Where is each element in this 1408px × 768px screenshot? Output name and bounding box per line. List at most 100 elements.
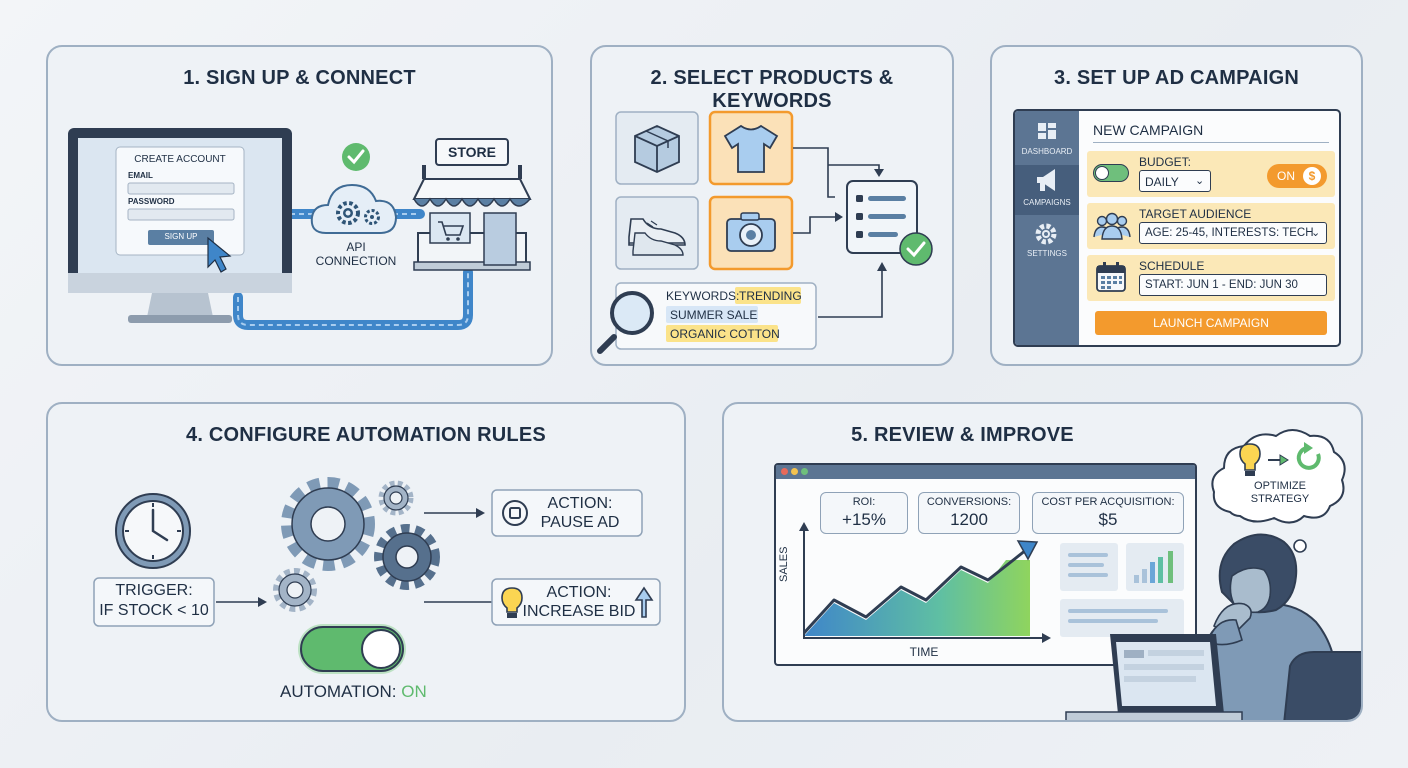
- schedule-label: SCHEDULE: [1139, 259, 1205, 273]
- sneaker-icon: [628, 218, 686, 256]
- panel-automation-rules: 4. CONFIGURE AUTOMATION RULES: [46, 402, 686, 722]
- budget-switch-knob: [1095, 166, 1109, 180]
- metric-card-roi: [820, 492, 908, 534]
- laptop-icon: [1065, 634, 1243, 720]
- form-divider: [1093, 142, 1329, 143]
- gear-icon: [1035, 223, 1057, 245]
- small-gear-icon: [378, 480, 414, 516]
- window-minimize-dot[interactable]: [791, 468, 798, 475]
- arrow-right-icon: [1268, 454, 1289, 466]
- metric-label: CONVERSIONS:: [926, 496, 1012, 508]
- store-icon: [412, 138, 532, 271]
- schedule-field[interactable]: [1139, 274, 1327, 296]
- audience-icon: [1093, 212, 1131, 240]
- cursor-icon: [207, 236, 232, 273]
- thought-text-1: OPTIMIZE: [1254, 480, 1306, 492]
- schedule-field-value: START: JUN 1 - END: JUN 30: [1145, 279, 1298, 291]
- store-sign: STORE: [448, 144, 496, 160]
- metric-card-cpa: [1032, 492, 1184, 534]
- camera-icon: [726, 212, 776, 252]
- automation-label: AUTOMATION:: [280, 682, 397, 701]
- panel-title: 5. REVIEW & IMPROVE: [851, 424, 1074, 446]
- action-pause-label: ACTION:: [547, 495, 613, 512]
- budget-select[interactable]: [1139, 170, 1211, 192]
- chair: [1283, 651, 1361, 720]
- box-icon: [634, 125, 680, 173]
- trigger-condition: IF STOCK < 10: [99, 602, 209, 619]
- calendar-icon: [1096, 262, 1126, 292]
- metric-value: $5: [1098, 510, 1118, 529]
- window-maximize-dot[interactable]: [801, 468, 808, 475]
- x-axis-label: TIME: [909, 645, 939, 659]
- sidebar-item-dashboard[interactable]: DASHBOARD: [1021, 147, 1073, 156]
- sidebar-icons: [1035, 123, 1057, 245]
- sales-chart: [799, 522, 1184, 643]
- api-connection-label: CONNECTION: [315, 254, 397, 268]
- launch-campaign-button[interactable]: LAUNCH CAMPAIGN: [1095, 311, 1327, 335]
- audience-select-value: AGE: 25-45, INTERESTS: TECH: [1145, 227, 1314, 239]
- automation-state: ON: [401, 682, 427, 701]
- metric-card-conversions: [918, 492, 1020, 534]
- email-label: EMAIL: [128, 171, 153, 180]
- products-illustration: [597, 110, 933, 354]
- campaign-form-title: NEW CAMPAIGN: [1093, 122, 1204, 138]
- cloud-icon: [310, 183, 398, 234]
- automation-toggle: [298, 624, 406, 674]
- dollar-icon: $: [1303, 167, 1321, 185]
- metric-label: ROI:: [852, 496, 876, 508]
- window-titlebar: [776, 465, 1195, 479]
- thought-text-2: STRATEGY: [1250, 493, 1310, 505]
- lightbulb-icon: [1239, 443, 1261, 476]
- magnifier-icon: [597, 291, 654, 354]
- panel-sign-up: 1. SIGN UP & CONNECT: [46, 45, 553, 366]
- metric-label: COST PER ACQUISITION:: [1041, 496, 1175, 508]
- campaign-window: DASHBOARD CAMPAIGNS SETTINGS NEW CAMPAIG…: [1013, 109, 1341, 347]
- sales-trend-line: [802, 548, 1027, 635]
- keyword-tag[interactable]: SUMMER SALE: [670, 308, 758, 322]
- budget-label: BUDGET:: [1139, 155, 1192, 169]
- trigger-label: TRIGGER:: [115, 582, 193, 599]
- panel-title: 2. SELECT PRODUCTS & KEYWORDS: [650, 67, 894, 112]
- action-bid-label: ACTION:: [546, 584, 612, 601]
- budget-select-value: DAILY: [1145, 175, 1179, 189]
- chevron-down-icon: ⌄: [1195, 175, 1205, 187]
- automation-illustration: [93, 477, 661, 674]
- check-icon: [342, 143, 370, 171]
- panel-title: 3. SET UP AD CAMPAIGN: [1054, 67, 1299, 89]
- large-gear-icon: [281, 477, 375, 571]
- checklist-icon: [846, 180, 933, 266]
- metric-value: +15%: [842, 510, 886, 529]
- api-label: API: [346, 240, 366, 254]
- trend-arrowhead: [1016, 540, 1039, 561]
- keywords-label: KEYWORDS:: [666, 289, 740, 303]
- email-field[interactable]: [128, 183, 234, 194]
- action-pause-ad: PAUSE AD: [540, 514, 620, 531]
- automation-toggle-hit[interactable]: [301, 627, 403, 671]
- sidebar-active-highlight: [1015, 165, 1079, 215]
- t-shirt-icon: [723, 124, 779, 173]
- panel-title: 1. SIGN UP & CONNECT: [183, 67, 416, 89]
- keyword-tag[interactable]: ORGANIC COTTON: [670, 327, 780, 341]
- audience-label: TARGET AUDIENCE: [1139, 207, 1252, 221]
- analytics-window: ROI: +15% CONVERSIONS: 1200 COST PER ACQ…: [774, 463, 1197, 666]
- refresh-icon: [1296, 442, 1321, 470]
- password-field[interactable]: [128, 209, 234, 220]
- panel-title: 4. CONFIGURE AUTOMATION RULES: [186, 424, 546, 446]
- automation-status: AUTOMATION: ON: [280, 682, 427, 702]
- sidebar-item-settings[interactable]: SETTINGS: [1026, 249, 1067, 258]
- window-close-dot[interactable]: [781, 468, 788, 475]
- keyword-tag[interactable]: TRENDING: [739, 289, 802, 303]
- budget-on-label: ON: [1277, 169, 1295, 183]
- sidebar-item-campaigns[interactable]: CAMPAIGNS: [1023, 198, 1071, 207]
- panel-ad-campaign: 3. SET UP AD CAMPAIGN DASHBOARD CAMPAIGN…: [990, 45, 1363, 366]
- password-label: PASSWORD: [128, 197, 175, 206]
- lightbulb-icon: [501, 587, 523, 618]
- sign-up-button[interactable]: SIGN UP: [164, 232, 198, 241]
- chevron-down-icon: ⌄: [1311, 227, 1321, 239]
- action-increase-bid: INCREASE BID: [522, 603, 636, 620]
- person-thinking-illustration: [1065, 429, 1361, 720]
- sales-area: [804, 560, 1030, 636]
- panel-review-improve: 5. REVIEW & IMPROVE ROI: +15% CONVERSION…: [722, 402, 1363, 722]
- clock-icon: [115, 493, 191, 569]
- audience-select[interactable]: [1139, 222, 1327, 244]
